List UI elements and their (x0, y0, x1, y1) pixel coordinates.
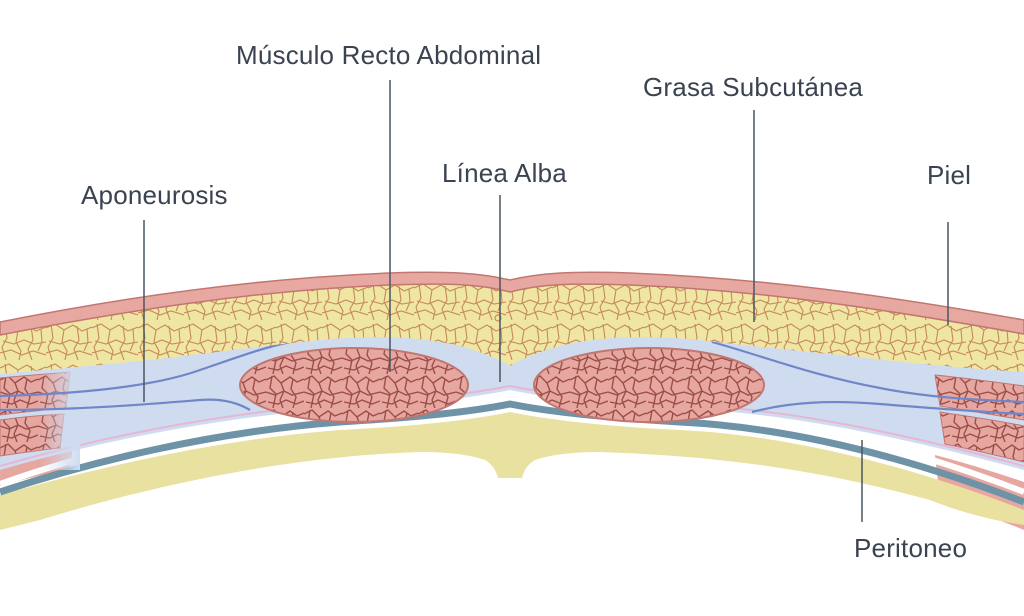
label-aponeurosis: Aponeurosis (81, 180, 228, 210)
left-rectus-muscle (239, 347, 469, 423)
subcutaneous-fat-layer (0, 284, 1024, 374)
right-muscle-block-lower (939, 411, 1024, 463)
right-rectus-muscle (533, 347, 765, 423)
right-fascia-line-lower (751, 400, 1024, 416)
left-fascia-line-lower (0, 398, 251, 412)
label-musculo-recto-abdominal: Músculo Recto Abdominal (236, 40, 542, 70)
label-grasa-subcutanea: Grasa Subcutánea (643, 72, 864, 102)
label-piel: Piel (927, 160, 972, 190)
peritoneum-band (0, 400, 1024, 506)
navel-dot (494, 314, 502, 322)
aponeurosis-lining (0, 384, 1024, 467)
left-fade (40, 360, 80, 470)
label-linea-alba: Línea Alba (442, 158, 567, 188)
label-peritoneo: Peritoneo (854, 533, 968, 563)
peritoneal-fat-layer (0, 412, 1024, 530)
left-fascia-line-upper (0, 340, 291, 398)
right-fascia-line-upper (711, 340, 1024, 404)
transversalis-line (0, 390, 1024, 495)
